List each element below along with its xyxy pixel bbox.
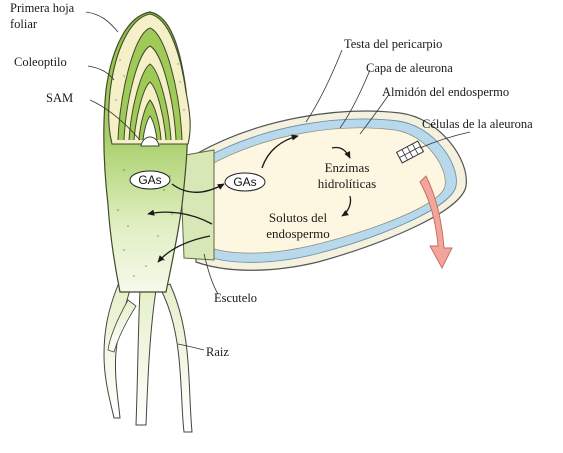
label-solutos: Solutos del — [269, 210, 328, 225]
label-hidroliticas: hidrolíticas — [318, 176, 377, 191]
root-center — [136, 290, 156, 425]
label-foliar: foliar — [10, 17, 38, 31]
root-right — [160, 284, 192, 432]
label-gas-seed: GAs — [233, 175, 256, 189]
label-raiz: Raiz — [206, 345, 229, 359]
label-celulas-aleurona: Células de la aleurona — [422, 117, 533, 131]
label-enzimas: Enzimas — [325, 160, 370, 175]
label-escutelo: Escutelo — [214, 291, 257, 305]
label-capa-aleurona: Capa de aleurona — [366, 61, 453, 75]
label-sam: SAM — [46, 91, 73, 105]
label-primera-hoja: Primera hoja — [10, 1, 75, 15]
label-coleoptilo: Coleoptilo — [14, 55, 67, 69]
label-testa: Testa del pericarpio — [344, 37, 442, 51]
label-endospermo: endospermo — [266, 226, 330, 241]
label-gas-embryo: GAs — [138, 173, 161, 187]
seedling — [104, 12, 192, 432]
label-almidon: Almidón del endospermo — [382, 85, 509, 99]
